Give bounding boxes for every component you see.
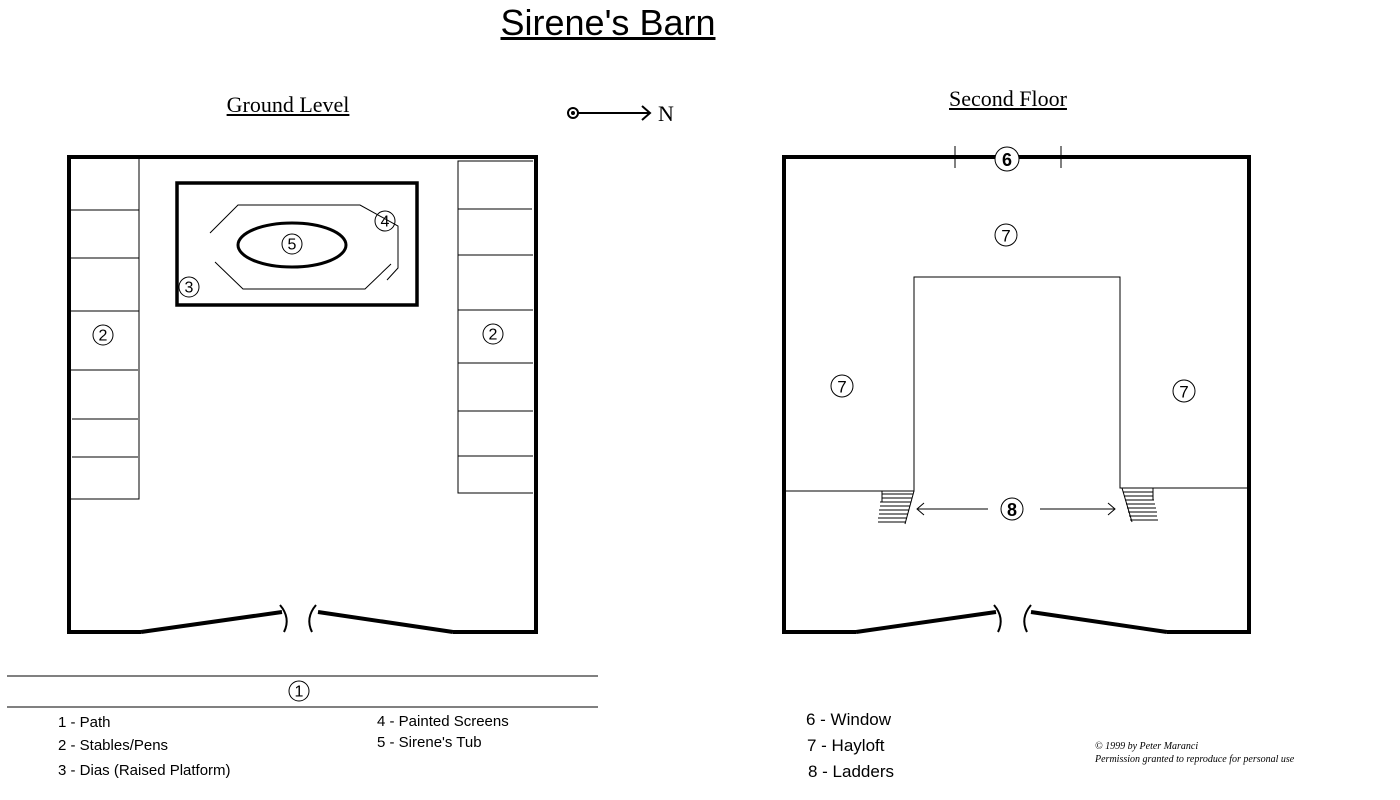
marker-stables-left: 2 <box>99 328 108 345</box>
ladder-arrow-left <box>916 502 988 516</box>
second-door-left <box>855 610 997 634</box>
dias-platform <box>175 181 419 307</box>
stables-left <box>71 157 140 500</box>
marker-tub: 5 <box>288 237 297 254</box>
ground-door-right <box>317 610 454 634</box>
legend-item: 6 - Window <box>806 710 892 729</box>
ground-door-arc-left <box>279 604 288 633</box>
compass-north-label: N <box>658 101 674 126</box>
ladder-arrow-right <box>1040 502 1116 516</box>
stables-right <box>457 160 533 494</box>
marker-stables-right: 2 <box>489 327 498 344</box>
marker-hayloft-top: 7 <box>1001 227 1010 246</box>
second-floor-heading: Second Floor <box>949 86 1067 111</box>
marker-ladders: 8 <box>1007 500 1017 520</box>
copyright-line: © 1999 by Peter Maranci <box>1095 741 1199 752</box>
permission-line: Permission granted to reproduce for pers… <box>1095 754 1295 765</box>
ground-door-left <box>140 610 283 634</box>
page-title: Sirene's Barn <box>500 2 716 43</box>
markers <box>92 146 1196 702</box>
second-door-right <box>1030 610 1168 634</box>
marker-hayloft-right: 7 <box>1179 383 1188 402</box>
ground-level-heading: Ground Level <box>226 92 350 117</box>
legend-item: 4 - Painted Screens <box>377 713 509 730</box>
hayloft-edge <box>786 276 1247 492</box>
compass-arrow <box>567 105 652 121</box>
ladder-right <box>1121 487 1158 523</box>
marker-hayloft-left: 7 <box>837 378 846 397</box>
ground-door-arc-right <box>308 604 317 633</box>
legend-item: 7 - Hayloft <box>807 736 885 755</box>
marker-dias: 3 <box>185 280 194 297</box>
ground-level-plan <box>7 155 598 708</box>
legend-item: 2 - Stables/Pens <box>58 737 169 754</box>
ground-outer-wall <box>67 155 538 634</box>
marker-window: 6 <box>1002 150 1012 170</box>
legend-item: 5 - Sirene's Tub <box>377 734 482 751</box>
legend-item: 1 - Path <box>58 714 111 731</box>
window-ticks <box>954 146 1062 168</box>
legend-item: 3 - Dias (Raised Platform) <box>58 762 231 779</box>
painted-screens <box>209 204 399 290</box>
sirenes-tub <box>236 221 348 269</box>
ladder-left <box>878 490 915 525</box>
marker-screens: 4 <box>381 214 390 231</box>
marker-path: 1 <box>295 684 304 701</box>
legend-item: 8 - Ladders <box>808 762 894 781</box>
